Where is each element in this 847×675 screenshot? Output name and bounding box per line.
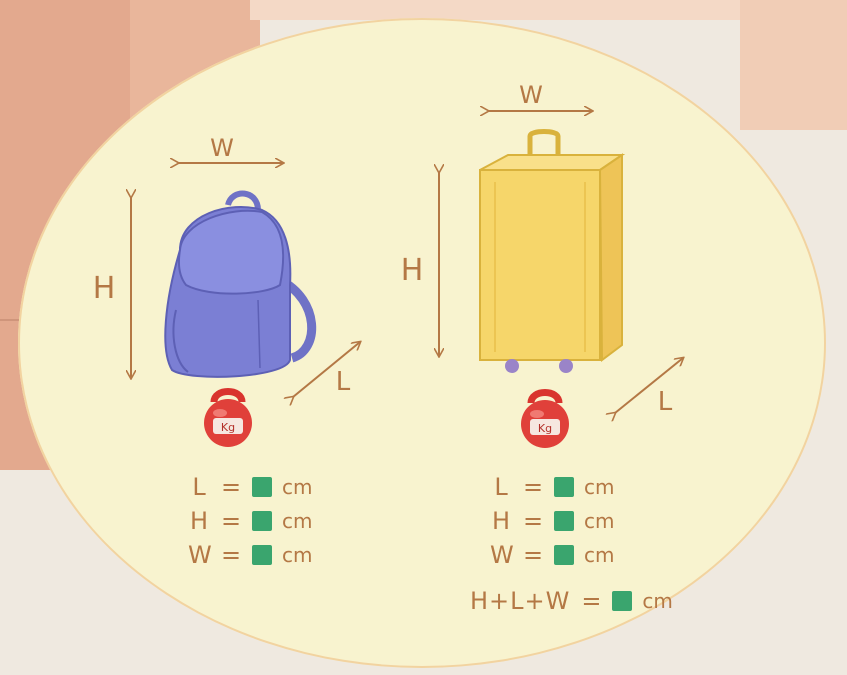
equation-operator: = [220, 473, 242, 501]
answer-box[interactable] [554, 545, 574, 565]
suitcase-equation-h: H = cm [490, 504, 615, 538]
equation-operator: = [220, 541, 242, 569]
equation-unit: cm [282, 475, 313, 499]
backpack-equation-l: L = cm [188, 470, 312, 504]
equation-operator: = [581, 587, 602, 615]
backpack-length-arrow [293, 342, 360, 397]
answer-box[interactable] [612, 591, 633, 611]
suitcase-equation-l: L = cm [490, 470, 614, 504]
suitcase-sum-equation: H+L+W = cm [470, 584, 673, 618]
equation-operator: = [522, 541, 544, 569]
suitcase-length-label: L [658, 387, 673, 417]
suitcase-weight-kettlebell-icon: Kg [521, 389, 569, 448]
equation-variable: H [491, 507, 511, 535]
suitcase-equation-w: W = cm [490, 538, 614, 572]
suitcase-group: W H L Kg [401, 81, 683, 448]
backpack-icon [164, 190, 317, 378]
backpack-weight-label: Kg [221, 421, 235, 434]
suitcase-weight-label: Kg [538, 422, 552, 435]
backpack-length-label: L [336, 367, 351, 397]
answer-box[interactable] [252, 477, 272, 497]
equation-variable: H [189, 507, 209, 535]
equation-unit: cm [282, 509, 313, 533]
equation-unit: cm [282, 543, 313, 567]
sum-row: H+L+W = cm [470, 584, 673, 618]
equation-unit: cm [584, 543, 615, 567]
equation-variable: W [188, 541, 212, 569]
equation-variable: W [490, 541, 514, 569]
answer-box[interactable] [554, 477, 574, 497]
equation-operator: = [522, 473, 544, 501]
backpack-weight-kettlebell-icon: Kg [204, 388, 252, 447]
equation-variable: L [494, 473, 508, 501]
backpack-equation-w: W = cm [188, 538, 312, 572]
oval-panel [18, 18, 826, 668]
suitcase-height-label: H [401, 253, 424, 288]
equation-unit: cm [584, 475, 615, 499]
equation-operator: = [220, 507, 242, 535]
suitcase-equations: L = cm H = cm W = cm [490, 470, 614, 572]
backpack-height-label: H [93, 271, 116, 306]
suitcase-width-label: W [519, 81, 543, 109]
backpack-equation-h: H = cm [188, 504, 313, 538]
equation-operator: = [522, 507, 544, 535]
backpack-width-label: W [210, 134, 234, 162]
equation-unit: cm [584, 509, 615, 533]
sum-expression: H+L+W [470, 587, 571, 615]
equation-unit: cm [642, 589, 673, 613]
suitcase-length-arrow [615, 358, 683, 413]
answer-box[interactable] [554, 511, 574, 531]
backpack-equations: L = cm H = cm W = cm [188, 470, 312, 572]
backpack-group: W H L Kg [93, 134, 360, 447]
suitcase-icon [479, 129, 626, 373]
answer-box[interactable] [252, 545, 272, 565]
answer-box[interactable] [252, 511, 272, 531]
equation-variable: L [192, 473, 206, 501]
